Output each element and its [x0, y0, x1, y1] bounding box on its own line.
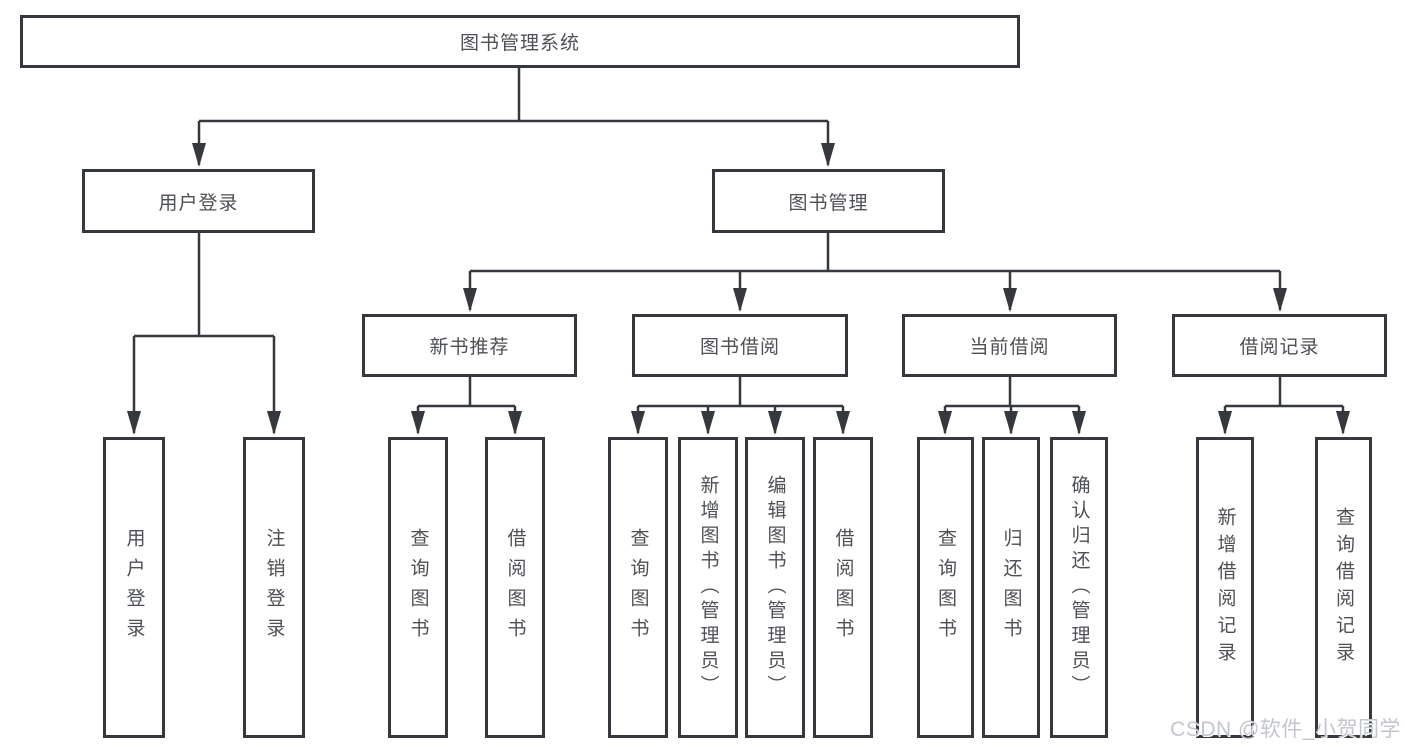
leaf-records-add-borrow-record: 新增借阅记录	[1196, 437, 1254, 738]
leaf-borrow-add-books-admin: 新增图书（管理员）	[678, 437, 738, 738]
leaf-user-login: 用户登录	[103, 437, 165, 738]
node-new-book-recommend: 新书推荐	[362, 314, 577, 377]
csdn-watermark: CSDN @软件_小贺同学	[1170, 718, 1401, 741]
leaf-borrow-borrow-books: 借阅图书	[813, 437, 873, 738]
leaf-current-query-books: 查询图书	[917, 437, 974, 738]
node-library-management-system: 图书管理系统	[20, 15, 1020, 68]
node-book-borrowing: 图书借阅	[632, 314, 848, 377]
leaf-logout: 注销登录	[243, 437, 305, 738]
leaf-borrow-edit-books-admin: 编辑图书（管理员）	[745, 437, 805, 738]
node-current-borrowing: 当前借阅	[902, 314, 1117, 377]
leaf-recommend-borrow-books: 借阅图书	[485, 437, 545, 738]
leaf-borrow-query-books: 查询图书	[608, 437, 668, 738]
node-user-login: 用户登录	[82, 169, 315, 233]
leaf-current-return-books: 归还图书	[982, 437, 1040, 738]
node-book-management: 图书管理	[712, 169, 945, 233]
leaf-current-confirm-return-admin: 确认归还（管理员）	[1050, 437, 1108, 738]
leaf-recommend-query-books: 查询图书	[388, 437, 448, 738]
node-borrowing-records: 借阅记录	[1172, 314, 1387, 377]
leaf-records-query-borrow-record: 查询借阅记录	[1315, 437, 1372, 738]
